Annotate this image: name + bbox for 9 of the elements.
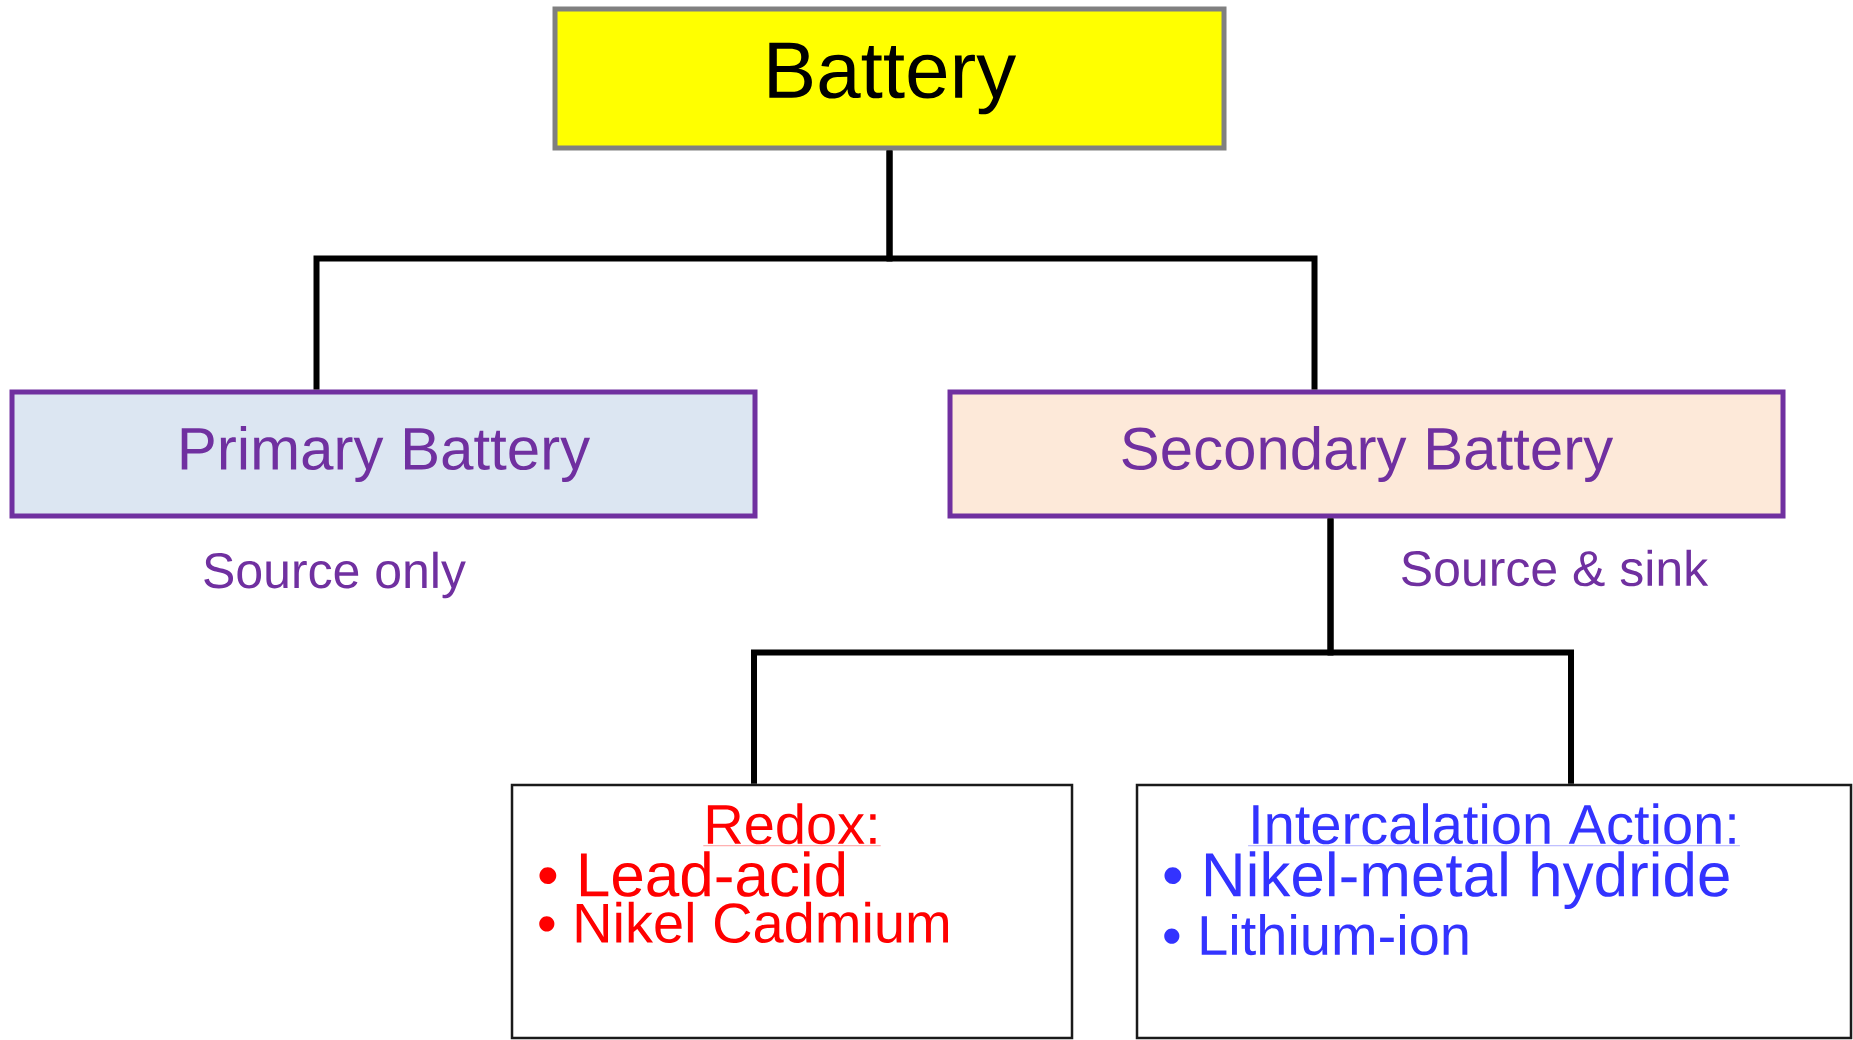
note-text: Source & sink [1402,549,1709,587]
connector-line [1327,518,1574,784]
category-box: Primary Battery [9,389,758,519]
category-box: Secondary Battery [947,389,1786,519]
category-box: Battery [552,6,1227,151]
list-box: Redox: • Lead-acid • Nikel Cadmium [510,783,1074,1040]
connector-line [886,150,1318,390]
note-text: Source only [204,551,466,599]
list-box: Intercalation Action: • Nikel-metal hydride • Lithium-ion [1135,783,1853,1040]
